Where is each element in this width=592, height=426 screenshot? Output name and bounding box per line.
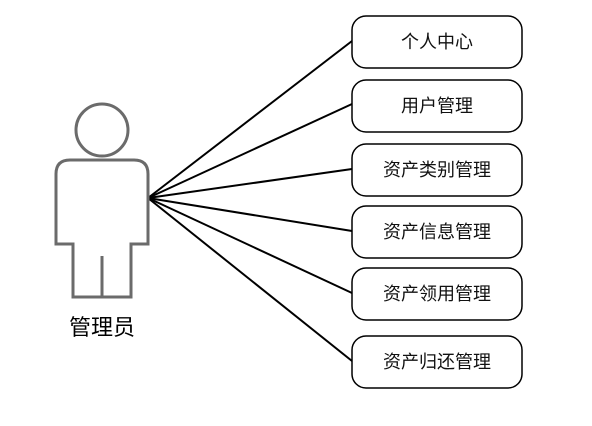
connector-4 (147, 197, 353, 232)
use-case-4: 资产信息管理 (351, 205, 523, 259)
use-case-3-label: 资产类别管理 (383, 160, 491, 181)
use-case-5: 资产领用管理 (351, 267, 523, 321)
use-case-4-label: 资产信息管理 (383, 222, 491, 243)
connector-3 (147, 168, 353, 199)
use-case-3: 资产类别管理 (351, 143, 523, 197)
connector-2 (147, 103, 353, 199)
connector-1 (147, 40, 353, 199)
actor-figure: 管理员 (54, 102, 150, 341)
person-icon (54, 102, 150, 299)
use-case-5-label: 资产领用管理 (383, 284, 491, 305)
use-case-1: 个人中心 (351, 15, 523, 69)
use-case-1-label: 个人中心 (401, 32, 473, 53)
connector-5 (147, 197, 353, 294)
connector-lines (147, 40, 353, 362)
use-case-2: 用户管理 (351, 79, 523, 133)
use-case-6: 资产归还管理 (351, 335, 523, 389)
connector-6 (147, 197, 353, 362)
actor-label: 管理员 (69, 316, 135, 341)
use-case-2-label: 用户管理 (401, 96, 473, 117)
use-case-6-label: 资产归还管理 (383, 352, 491, 373)
